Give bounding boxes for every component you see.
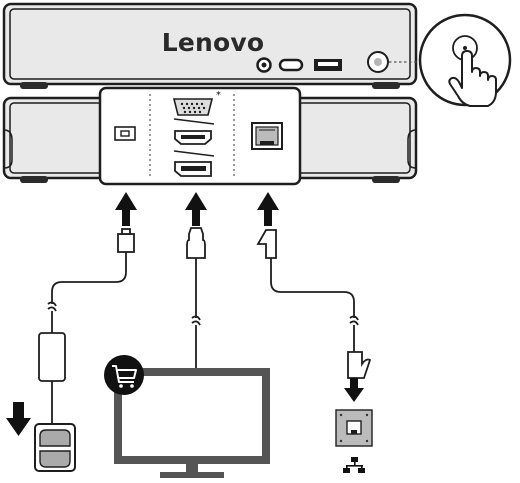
lenovo-logo: Lenovo xyxy=(161,28,265,57)
vga-icon xyxy=(172,98,214,116)
network-arrow xyxy=(344,378,364,402)
hand-press-power-icon xyxy=(448,50,497,107)
outlet-arrow xyxy=(6,402,31,436)
usb-c-port-icon xyxy=(278,58,304,72)
network-cable xyxy=(256,229,372,379)
hdmi-icon xyxy=(174,130,212,145)
ethernet-port xyxy=(251,122,283,150)
footnote-marker: * xyxy=(216,90,221,101)
dc-in-icon xyxy=(114,126,136,141)
power-button-callout xyxy=(418,13,512,107)
network-icon xyxy=(343,457,365,473)
power-cable xyxy=(38,228,135,424)
network-wall-jack-icon xyxy=(335,409,373,447)
ethernet-icon xyxy=(251,122,283,150)
usb-a-port-icon xyxy=(314,59,342,71)
vga-port xyxy=(172,98,214,116)
hdmi-port xyxy=(174,130,212,145)
device-front xyxy=(2,2,422,89)
displayport-icon xyxy=(174,161,212,177)
front-power-button[interactable] xyxy=(367,51,389,73)
shopping-cart-badge[interactable] xyxy=(104,355,144,395)
connect-arrows xyxy=(115,192,279,226)
device-rear-feet xyxy=(20,176,400,183)
displayport-port xyxy=(174,161,212,177)
wall-outlet-icon xyxy=(34,423,76,472)
rear-port-panel xyxy=(98,86,302,186)
device-front-feet xyxy=(20,82,400,89)
monitor-icon xyxy=(114,368,270,478)
power-adapter-icon xyxy=(38,332,66,382)
audio-jack-icon xyxy=(256,57,272,73)
display-cable xyxy=(186,227,206,372)
dc-in-port xyxy=(114,126,136,141)
shopping-cart-icon xyxy=(112,365,137,388)
